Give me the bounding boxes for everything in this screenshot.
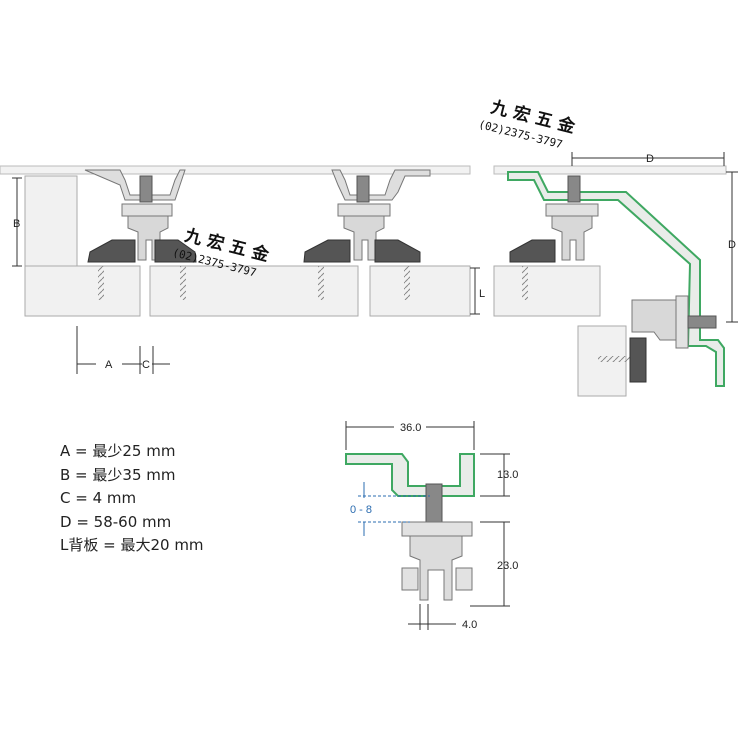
dimension-lower-height: 23.0 — [470, 521, 518, 607]
dimension-width: 36.0 — [345, 420, 475, 450]
dimension-L: L — [470, 267, 485, 315]
clamp-profile-1 — [84, 169, 197, 263]
wall-panel-1-base — [24, 265, 141, 317]
legend-item-L: L背板 = 最大20 mm — [60, 536, 204, 554]
dim-label-upper-height: 13.0 — [497, 469, 518, 481]
dimension-D-horizontal: D — [571, 152, 725, 166]
right-wall-base — [493, 265, 601, 317]
screw — [598, 356, 632, 362]
dim-label-slot: 4.0 — [462, 619, 477, 631]
dim-label-D-horizontal: D — [646, 153, 654, 165]
watermark-2: 九 宏 五 金 (02)2375-3797 — [477, 96, 578, 151]
screw — [180, 266, 186, 300]
dim-label-lower-height: 23.0 — [497, 560, 518, 572]
dimension-A-C: A C — [76, 326, 170, 374]
dimension-B: B — [12, 177, 22, 267]
ceiling-panel — [0, 165, 471, 175]
screw — [404, 266, 410, 300]
dim-label-C: C — [142, 359, 150, 371]
top-right-assembly: D D 九 宏 五 金 (02)2375-3797 — [477, 96, 738, 397]
dim-label-A: A — [105, 359, 113, 371]
screw — [522, 266, 528, 300]
ceiling-panel-right — [493, 165, 727, 175]
legend-item-A: A = 最少25 mm — [60, 442, 176, 460]
spec-legend: A = 最少25 mm B = 最少35 mm C = 4 mm D = 58-… — [60, 440, 204, 558]
top-left-assembly: B L A C 九 宏 五 金 (02)2375-3797 — [0, 165, 485, 374]
green-detail-profile — [345, 453, 475, 497]
green-corner-profile — [507, 171, 725, 387]
profile-detail: 36.0 13.0 0 - 8 23.0 4.0 — [345, 420, 518, 631]
legend-item-B: B = 最少35 mm — [60, 465, 176, 484]
wall-panel-3 — [369, 265, 471, 317]
screw — [98, 266, 104, 300]
dimension-D-vertical: D — [726, 171, 738, 323]
dimension-adjust: 0 - 8 — [350, 482, 430, 536]
dim-label-L: L — [479, 288, 485, 300]
dimension-slot: 4.0 — [408, 604, 477, 631]
clamp-profile-2 — [303, 169, 431, 263]
legend-item-D: D = 58-60 mm — [60, 512, 172, 531]
dim-label-B: B — [13, 218, 20, 230]
legend-item-C: C = 4 mm — [60, 489, 137, 507]
dim-label-adjust: 0 - 8 — [350, 504, 372, 516]
dim-label-width: 36.0 — [400, 422, 421, 434]
dimension-upper-height: 13.0 — [480, 453, 518, 497]
screw — [318, 266, 324, 300]
dim-label-D-vertical: D — [728, 239, 736, 251]
